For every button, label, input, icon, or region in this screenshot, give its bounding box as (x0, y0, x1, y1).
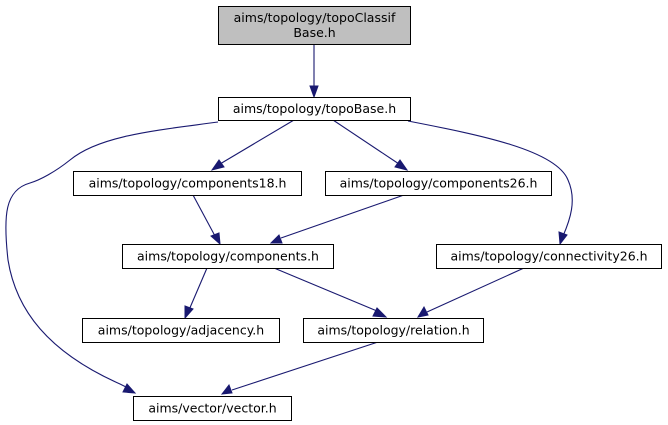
node-box[interactable] (73, 171, 302, 196)
edge-arrowhead (394, 159, 409, 171)
edge-arrowhead (184, 305, 194, 320)
node-label: aims/topology/topoBase.h (233, 101, 396, 116)
node-label: aims/topology/adjacency.h (98, 323, 264, 338)
node-label: aims/topology/components18.h (89, 176, 287, 191)
edge-line (188, 267, 208, 311)
edge-line (280, 194, 405, 239)
edge-components-to-relation (273, 267, 388, 318)
edge-arrowhead (210, 232, 221, 246)
edge-line (192, 194, 216, 237)
edge-line (407, 120, 573, 237)
node-label: aims/vector/vector.h (148, 401, 276, 416)
edge-topoClassifBase-to-topoBase (309, 44, 319, 99)
node-connectivity26[interactable]: aims/topology/connectivity26.h (436, 244, 662, 269)
node-label: aims/topology/connectivity26.h (450, 249, 647, 264)
node-box[interactable] (133, 396, 292, 421)
node-box[interactable] (436, 244, 662, 269)
node-topoBase[interactable]: aims/topology/topoBase.h (218, 97, 411, 121)
edge-arrowhead (309, 85, 319, 99)
node-components[interactable]: aims/topology/components.h (122, 244, 334, 269)
node-label: Base.h (293, 25, 335, 40)
edge-relation-to-vector (220, 341, 379, 395)
edges-layer (5, 44, 573, 395)
node-components26[interactable]: aims/topology/components26.h (325, 171, 552, 196)
node-label: aims/topology/relation.h (317, 323, 469, 338)
edge-topoBase-to-components18 (210, 119, 295, 171)
edge-components-to-adjacency (184, 267, 208, 320)
edge-line (219, 119, 295, 165)
node-label: aims/topology/components.h (137, 249, 319, 264)
edge-components26-to-components (269, 194, 405, 244)
edge-arrowhead (220, 383, 233, 395)
edge-topoBase-to-connectivity26 (407, 120, 573, 246)
nodes-layer: aims/topology/topoClassifBase.haims/topo… (73, 6, 662, 421)
edge-arrowhead (269, 234, 283, 244)
edge-line (231, 341, 379, 391)
edge-arrowhead (372, 307, 388, 318)
edge-arrowhead (416, 305, 429, 318)
node-components18[interactable]: aims/topology/components18.h (73, 171, 302, 196)
node-box[interactable] (122, 244, 334, 269)
node-label: aims/topology/components26.h (340, 176, 538, 191)
edge-line (5, 121, 219, 389)
node-box[interactable] (82, 318, 280, 343)
node-box[interactable] (218, 97, 411, 121)
node-label: aims/topology/topoClassif (234, 10, 396, 25)
node-vector[interactable]: aims/vector/vector.h (133, 396, 292, 421)
edge-line (332, 119, 400, 165)
node-box[interactable] (325, 171, 552, 196)
edge-line (426, 267, 525, 313)
edge-arrowhead (558, 231, 568, 246)
edge-components18-to-components (192, 194, 221, 246)
node-box[interactable] (303, 318, 484, 343)
edge-line (273, 267, 378, 312)
edge-connectivity26-to-relation (416, 267, 525, 318)
node-relation[interactable]: aims/topology/relation.h (303, 318, 484, 343)
edge-arrowhead (210, 159, 225, 171)
edge-arrowhead (122, 383, 137, 394)
edge-topoBase-to-components26 (332, 119, 409, 171)
node-adjacency[interactable]: aims/topology/adjacency.h (82, 318, 280, 343)
edge-topoBase-to-vector (5, 121, 219, 394)
node-box[interactable] (218, 6, 411, 45)
